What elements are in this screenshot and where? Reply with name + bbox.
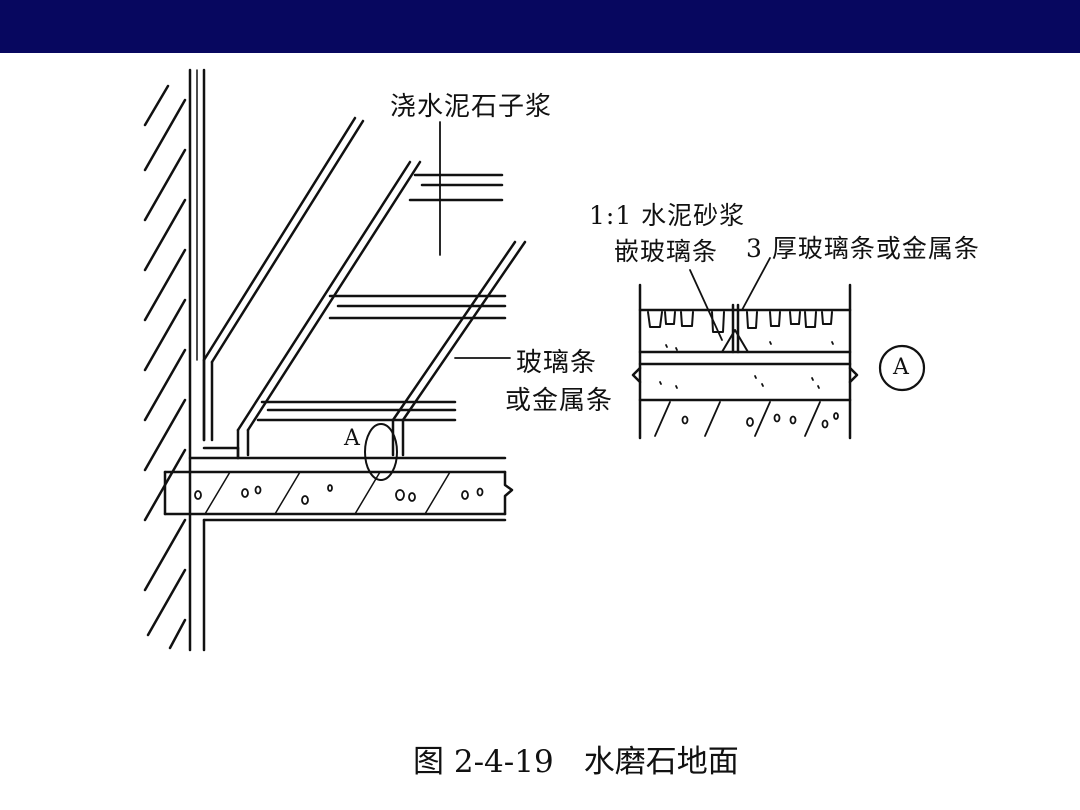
grid-strips: [202, 116, 527, 460]
leader-lines: [439, 121, 511, 359]
label-detail-a-circle: A: [893, 355, 910, 380]
concrete-slab: [163, 470, 514, 522]
detail-section: [631, 257, 859, 440]
figure-number: 图 2-4-19: [413, 744, 554, 780]
wall-hatching: [143, 84, 187, 650]
label-pour-cement-stone-slurry: 浇水泥石子浆: [390, 92, 553, 122]
label-embed-glass-strip: 嵌玻璃条: [614, 237, 719, 266]
label-cement-mortar: 1:1 水泥砂浆: [589, 201, 746, 230]
label-glass-or-metal-strip-3mm: 3 厚玻璃条或金属条: [746, 234, 980, 263]
figure-title: 水磨石地面: [583, 744, 739, 780]
figure-caption: 图 2-4-19 水磨石地面: [413, 736, 739, 781]
detail-a-circle: [878, 344, 926, 392]
wall: [188, 68, 206, 652]
label-glass-strip: 玻璃条: [516, 348, 598, 378]
detail-a-marker-ellipse: [364, 423, 398, 481]
label-detail-a-marker: A: [344, 426, 361, 451]
label-or-metal-strip: 或金属条: [505, 386, 614, 416]
title-bar: [0, 0, 1080, 53]
